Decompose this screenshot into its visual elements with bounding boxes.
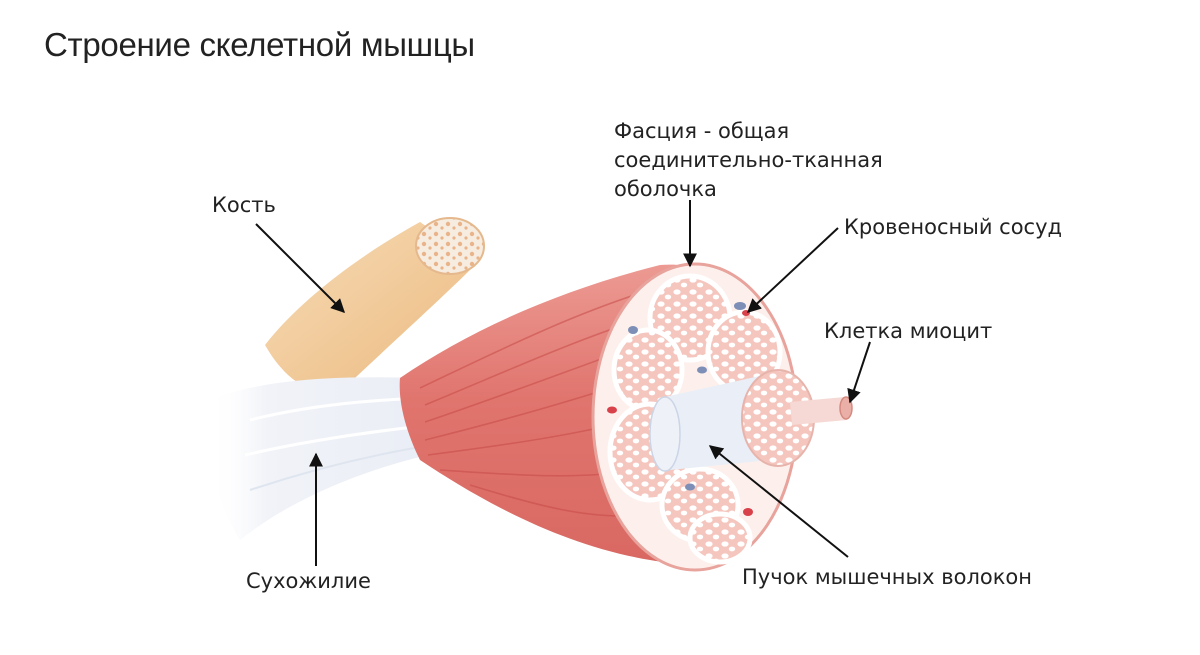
label-tendon: Сухожилие <box>246 569 371 593</box>
label-fiber-bundle: Пучок мышечных волокон <box>742 565 1032 589</box>
myocyte-strand <box>790 396 853 425</box>
label-fascia-line1: Фасция - общая <box>614 119 789 143</box>
bone-shape <box>265 217 485 393</box>
blood-vessel-arrow <box>746 227 839 313</box>
label-blood-vessel: Кровеносный сосуд <box>844 215 1062 239</box>
label-fascia-line2: соединительно-тканная <box>614 148 883 172</box>
myocyte-arrow <box>847 341 871 404</box>
label-myocyte: Клетка миоцит <box>824 319 992 343</box>
label-fascia-line3: оболочка <box>614 177 717 201</box>
label-bone: Кость <box>212 193 276 217</box>
bone-arrow <box>255 223 345 313</box>
page-title: Строение скелетной мышцы <box>44 26 475 63</box>
extracted-fiber-bundle <box>649 369 815 472</box>
fiber-bundle-arrow <box>708 445 849 558</box>
